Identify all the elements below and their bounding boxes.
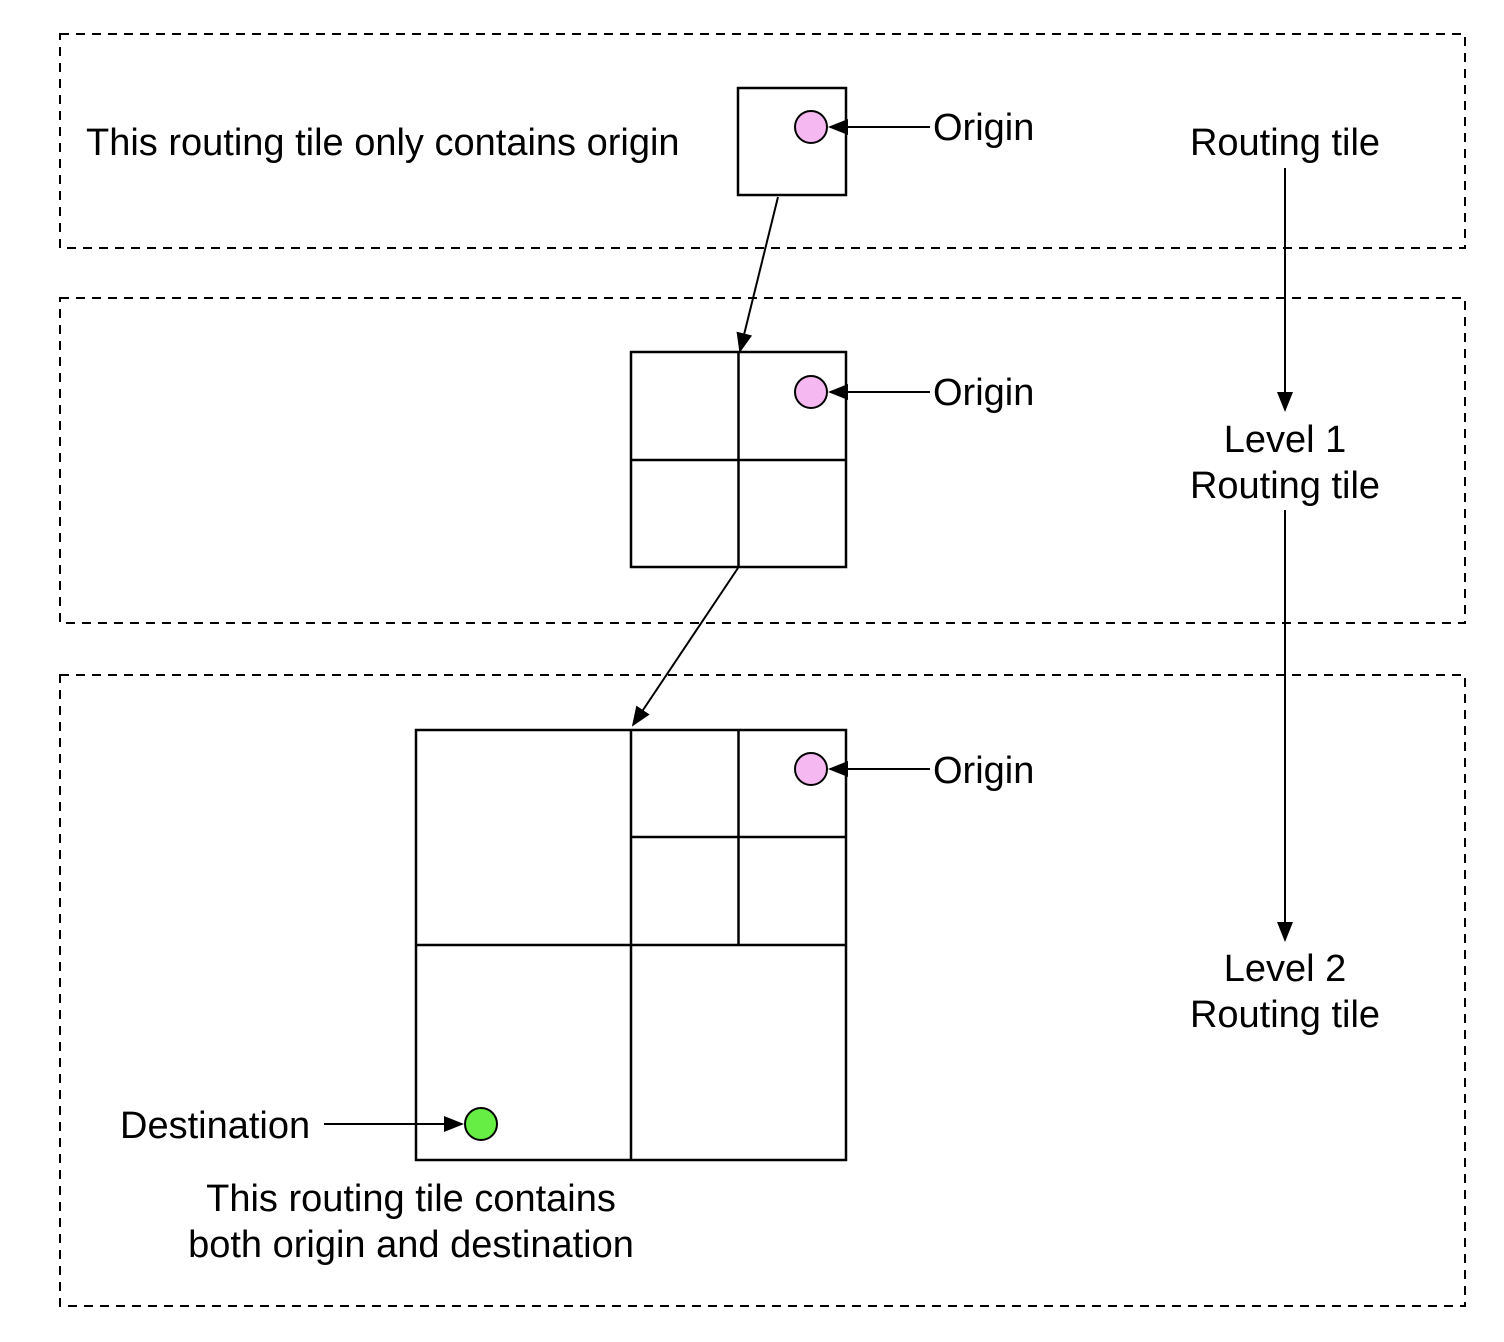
origin-marker-bottom [794,752,828,786]
middle-panel [59,297,1466,624]
level2-label-line1: Level 2 [1224,948,1347,990]
origin-label-middle: Origin [933,372,1034,414]
top-panel [59,33,1466,249]
connector-top-to-middle [736,196,779,353]
bottom-panel-description-line1: This routing tile contains [206,1178,616,1220]
bottom-panel [59,674,1466,1307]
top-routing-tile [736,86,848,197]
level2-label-line2: Routing tile [1190,994,1380,1036]
origin-marker-middle [794,375,828,409]
origin-marker-top [794,110,828,144]
level-label-routing-tile: Routing tile [1190,122,1380,164]
origin-label-bottom: Origin [933,750,1034,792]
bottom-panel-description-line2: both origin and destination [188,1224,634,1266]
connector-middle-to-bottom [631,567,739,727]
level1-label-line2: Routing tile [1190,465,1380,507]
level1-label-line1: Level 1 [1224,419,1347,461]
top-panel-description: This routing tile only contains origin [86,122,680,164]
destination-label: Destination [120,1105,310,1147]
origin-label-top: Origin [933,107,1034,149]
destination-marker [464,1107,498,1141]
level2-routing-tile [414,728,848,1162]
level1-routing-tile [629,350,848,569]
